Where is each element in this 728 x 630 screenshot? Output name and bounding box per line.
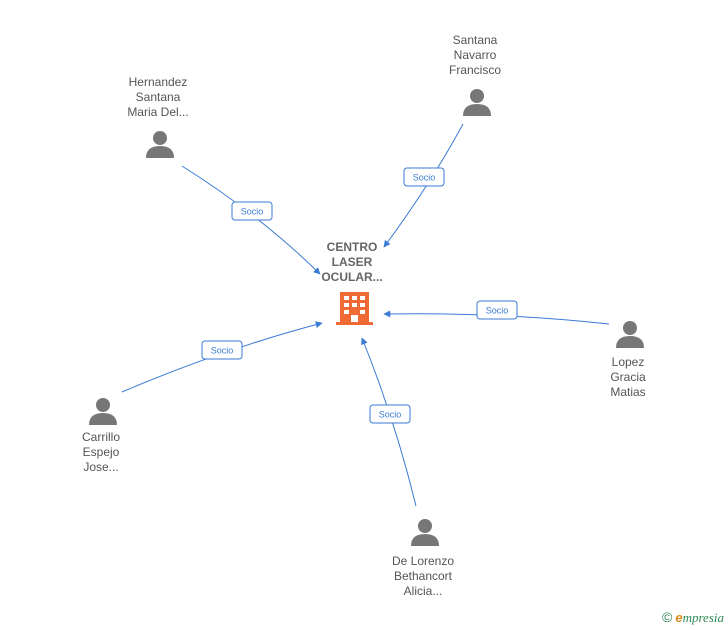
person-name-line: Alicia... bbox=[404, 584, 443, 598]
person-name-line: Carrillo bbox=[82, 430, 120, 444]
brand-footer[interactable]: ©empresia bbox=[662, 609, 724, 626]
person-name-line: De Lorenzo bbox=[392, 554, 454, 568]
copyright-icon: © bbox=[662, 609, 673, 625]
person-icon bbox=[411, 519, 439, 546]
person-icon bbox=[616, 321, 644, 348]
edge-label-santana[interactable]: Socio bbox=[403, 167, 445, 187]
company-name-line-2: LASER bbox=[332, 255, 373, 269]
person-name-line: Jose... bbox=[83, 460, 118, 474]
edge-label-lopez[interactable]: Socio bbox=[476, 300, 518, 320]
person-name-line: Santana bbox=[453, 33, 498, 47]
brand-initial: e bbox=[675, 610, 683, 625]
building-icon bbox=[336, 292, 373, 325]
edge-label-hernandez-text: Socio bbox=[241, 207, 264, 217]
company-name-line-1: CENTRO bbox=[327, 240, 378, 254]
edge-label-santana-text: Socio bbox=[413, 173, 436, 183]
person-node-santana[interactable]: Santana Navarro Francisco bbox=[449, 33, 501, 116]
person-name-line: Lopez bbox=[612, 355, 645, 369]
person-name-line: Navarro bbox=[454, 48, 497, 62]
person-name-line: Espejo bbox=[83, 445, 120, 459]
edge-label-delorenzo[interactable]: Socio bbox=[369, 404, 411, 424]
person-node-delorenzo[interactable]: De Lorenzo Bethancort Alicia... bbox=[392, 519, 454, 598]
person-name-line: Maria Del... bbox=[127, 105, 188, 119]
person-icon bbox=[463, 89, 491, 116]
brand-name: mpresia bbox=[682, 610, 724, 625]
person-name-line: Bethancort bbox=[394, 569, 453, 583]
edge-label-lopez-text: Socio bbox=[486, 306, 509, 316]
person-node-carrillo[interactable]: Carrillo Espejo Jose... bbox=[82, 398, 120, 474]
edge-label-hernandez[interactable]: Socio bbox=[231, 201, 273, 221]
person-name-line: Gracia bbox=[610, 370, 646, 384]
person-node-hernandez[interactable]: Hernandez Santana Maria Del... bbox=[127, 75, 189, 158]
person-icon bbox=[89, 398, 117, 425]
person-name-line: Francisco bbox=[449, 63, 501, 77]
edge-label-carrillo[interactable]: Socio bbox=[201, 340, 243, 360]
company-name-line-3: OCULAR... bbox=[321, 270, 382, 284]
person-name-line: Matias bbox=[610, 385, 645, 399]
edge-label-delorenzo-text: Socio bbox=[379, 410, 402, 420]
company-node[interactable]: CENTRO LASER OCULAR... bbox=[321, 240, 383, 325]
person-name-line: Santana bbox=[136, 90, 181, 104]
person-node-lopez[interactable]: Lopez Gracia Matias bbox=[610, 321, 646, 399]
person-icon bbox=[146, 131, 174, 158]
person-name-line: Hernandez bbox=[129, 75, 188, 89]
edge-label-carrillo-text: Socio bbox=[211, 346, 234, 356]
